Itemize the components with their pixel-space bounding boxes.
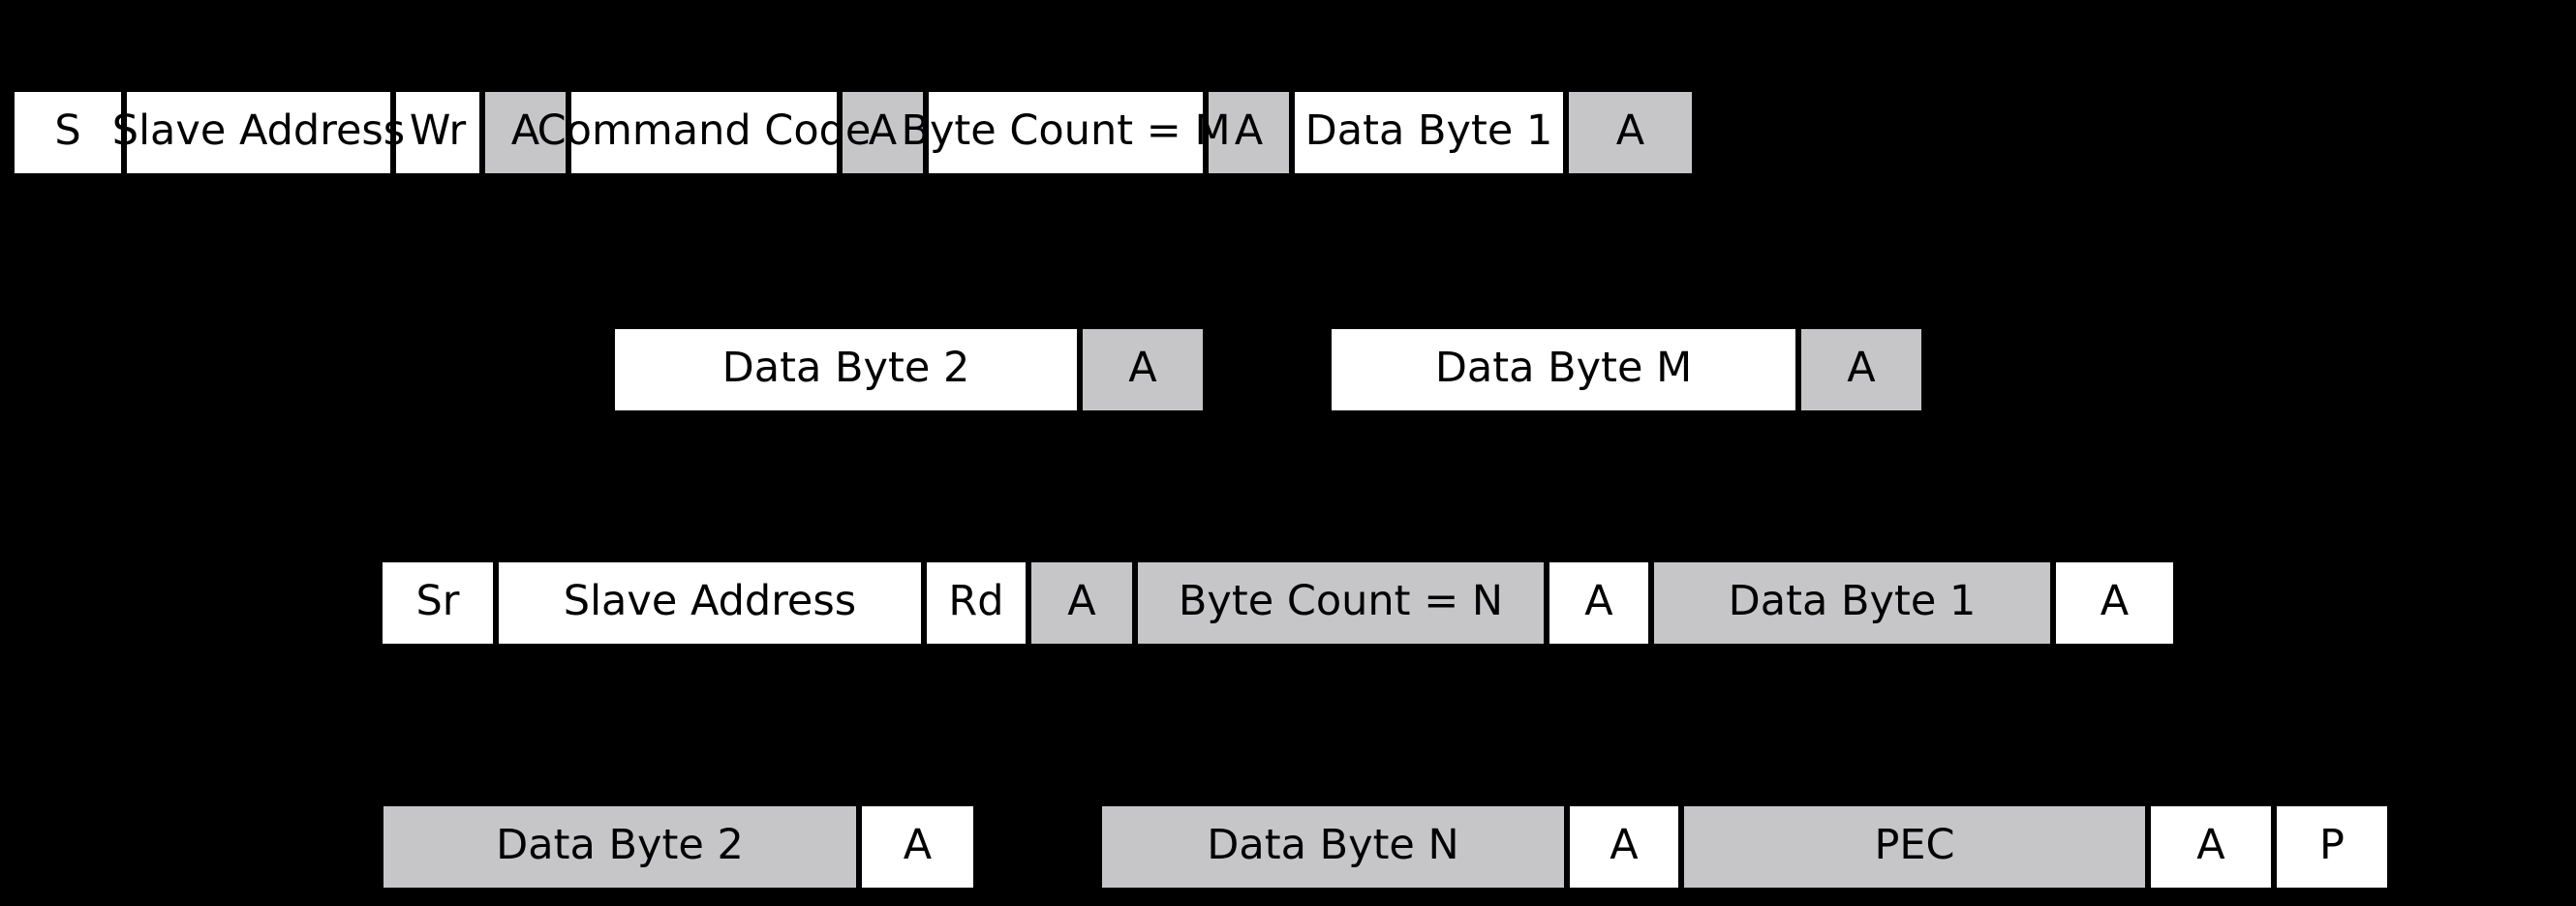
protocol-field-label: Data Byte M [1434,343,1693,392]
protocol-field-label: A [1067,576,1096,625]
protocol-field-data-byte-2: Data Byte 2 [381,803,859,891]
read-phase-line-1: Sr Slave Address Rd A Byte Count = N A Data By… [380,559,2176,647]
protocol-field-a: A [840,89,926,176]
write-phase-line-2: Data Byte 2 A Data Byte M A [612,326,1924,413]
protocol-field-label: Data Byte 1 [1304,106,1553,155]
protocol-field-a: A [2053,559,2176,647]
protocol-field-a: A [1567,803,1681,891]
protocol-field-label: A [1615,106,1645,155]
protocol-field-label: A [2196,820,2225,869]
protocol-field-label: Sr [415,576,460,625]
protocol-field-label: PEC [1874,820,1955,869]
protocol-field-a: A [1080,326,1206,413]
protocol-field-a: A [482,89,568,176]
protocol-field-label: A [2100,576,2130,625]
protocol-field-a: A [1028,559,1135,647]
protocol-field-byte-count-n: Byte Count = N [1135,559,1547,647]
protocol-field-label: Data Byte 2 [721,343,970,392]
data-byte-2-group: Data Byte 2 A [612,326,1206,413]
protocol-field-data-byte-1: Data Byte 1 [1292,89,1566,176]
protocol-field-label: Slave Address [563,576,857,625]
protocol-field-label: S [54,106,81,155]
read-tail-group: Data Byte N A PEC A P [1099,803,2390,891]
protocol-field-label: A [868,106,898,155]
protocol-field-label: A [1128,343,1157,392]
protocol-field-data-byte-n: Data Byte N [1099,803,1567,891]
protocol-field-a: A [2148,803,2274,891]
protocol-field-s: S [12,89,124,176]
read-header-group: Sr Slave Address Rd A Byte Count = N A Data By… [380,559,2176,647]
protocol-field-label: Slave Address [111,106,406,155]
read-phase-line-2: Data Byte 2 A Data Byte N A PEC A P [381,803,2390,891]
protocol-field-label: Wr [409,106,467,155]
protocol-field-label: A [1610,820,1639,869]
protocol-field-data-byte-2: Data Byte 2 [612,326,1080,413]
protocol-field-label: Command Code [537,106,872,155]
protocol-field-a: A [1547,559,1651,647]
protocol-field-a: A [1798,326,1924,413]
protocol-field-pec: PEC [1681,803,2148,891]
protocol-field-command-code: Command Code [537,89,871,176]
protocol-field-a: A [859,803,976,891]
ellipsis-gap [1206,326,1329,413]
ellipsis-gap [976,803,1099,891]
read-data-byte-2-group: Data Byte 2 A [381,803,976,891]
protocol-field-label: Byte Count = N [1178,576,1504,625]
protocol-field-p: P [2274,803,2390,891]
protocol-field-label: Data Byte 2 [496,820,744,869]
protocol-field-label: A [903,820,933,869]
protocol-field-label: Rd [948,576,1004,625]
protocol-field-label: P [2319,820,2345,869]
protocol-field-wr: Wr [393,89,482,176]
protocol-field-slave-address: Slave Address [112,89,405,176]
protocol-field-slave-address: Slave Address [496,559,924,647]
protocol-field-label: A [1584,576,1613,625]
data-byte-m-group: Data Byte M A [1329,326,1924,413]
protocol-field-a: A [1566,89,1695,176]
protocol-field-rd: Rd [924,559,1028,647]
protocol-field-label: Data Byte 1 [1728,576,1977,625]
protocol-field-a: A [1206,89,1292,176]
protocol-field-label: Data Byte N [1207,820,1459,869]
protocol-field-data-byte-1: Data Byte 1 [1651,559,2053,647]
protocol-field-label: Byte Count = M [901,106,1231,155]
protocol-field-sr: Sr [380,559,496,647]
protocol-field-label: A [510,106,540,155]
protocol-field-label: A [1234,106,1264,155]
protocol-field-data-byte-m: Data Byte M [1329,326,1798,413]
protocol-field-byte-count-m: Byte Count = M [901,89,1231,176]
protocol-field-label: A [1847,343,1876,392]
